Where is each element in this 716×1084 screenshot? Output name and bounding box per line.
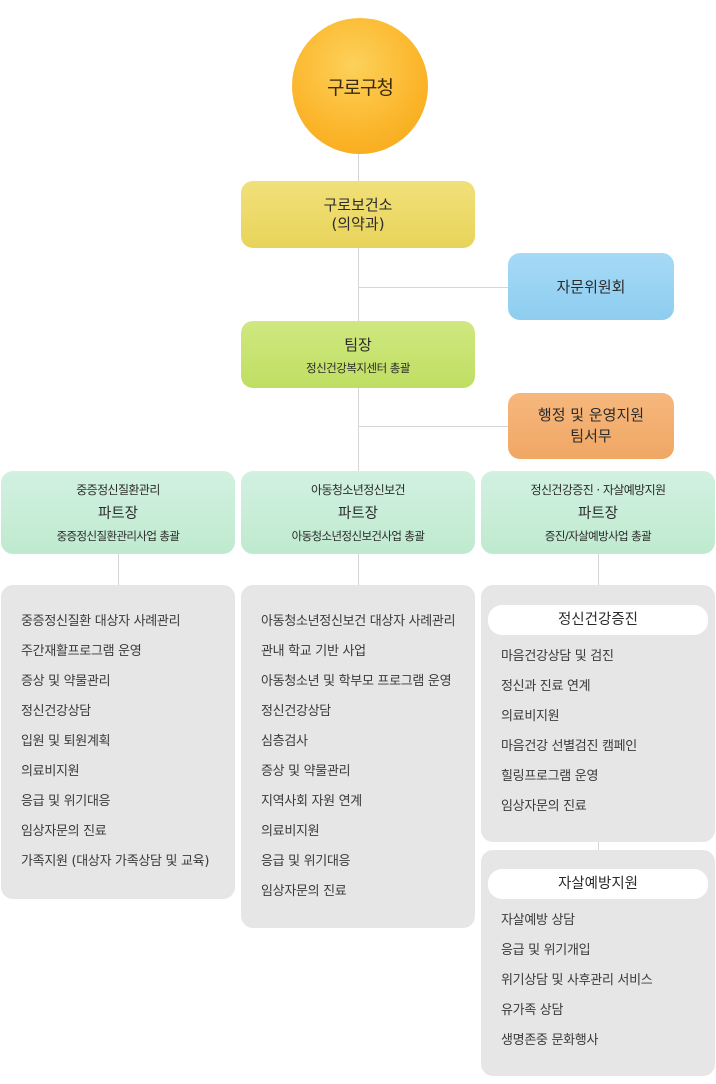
list-item: 정신과 진료 연계 (501, 679, 591, 694)
list-item: 임상자문의 진료 (261, 884, 347, 899)
list-item: 증상 및 약물관리 (21, 674, 111, 689)
connector-part1 (118, 554, 119, 585)
connector-advisory (358, 287, 508, 288)
team-leader-title: 팀장 (344, 335, 372, 354)
task-list: 마음건강상담 및 검진 정신과 진료 연계 의료비지원 마음건강 선별검진 캠페… (501, 642, 637, 822)
list-item: 생명존중 문화행사 (501, 1033, 599, 1048)
list-item: 증상 및 약물관리 (261, 764, 351, 779)
part-role: 파트장 (577, 506, 619, 522)
connector-groups (598, 842, 599, 850)
list-item: 아동청소년 및 학부모 프로그램 운영 (261, 674, 452, 689)
part-scope: 중증정신질환관리사업 총괄 (56, 529, 180, 543)
health-center-line1: 구로보건소 (323, 195, 393, 214)
list-item: 응급 및 위기개입 (501, 943, 591, 958)
list-item: 정신건강상담 (21, 704, 91, 719)
root-label: 구로구청 (327, 76, 394, 99)
group-title-promotion: 정신건강증진 (488, 605, 708, 635)
root-node: 구로구청 (292, 18, 428, 154)
admin-support-node: 행정 및 운영지원 팀서무 (508, 393, 674, 459)
admin-support-line1: 행정 및 운영지원 (537, 406, 645, 424)
list-item: 마음건강 선별검진 캠페인 (501, 739, 637, 754)
list-item: 가족지원 (대상자 가족상담 및 교육) (21, 854, 210, 869)
connector-admin (358, 426, 508, 427)
part-name: 아동청소년정신보건 (311, 483, 406, 497)
task-list: 아동청소년정신보건 대상자 사례관리 관내 학교 기반 사업 아동청소년 및 학… (241, 585, 475, 907)
list-item: 의료비지원 (21, 764, 80, 779)
list-item: 응급 및 위기대응 (21, 794, 111, 809)
list-item: 의료비지원 (261, 824, 320, 839)
connector-root (358, 154, 359, 181)
list-item: 정신건강상담 (261, 704, 331, 719)
part-role: 파트장 (337, 506, 379, 522)
team-leader-node: 팀장 정신건강복지센터 총괄 (241, 321, 475, 388)
advisory-node: 자문위원회 (508, 253, 674, 320)
list-item: 지역사회 자원 연계 (261, 794, 362, 809)
list-item: 아동청소년정신보건 대상자 사례관리 (261, 614, 456, 629)
panel-youth-mental: 아동청소년정신보건 대상자 사례관리 관내 학교 기반 사업 아동청소년 및 학… (241, 585, 475, 928)
list-item: 의료비지원 (501, 709, 560, 724)
list-item: 응급 및 위기대응 (261, 854, 351, 869)
part-scope: 증진/자살예방사업 총괄 (544, 529, 652, 543)
part-node-youth-mental: 아동청소년정신보건 파트장 아동청소년정신보건사업 총괄 (241, 471, 475, 554)
part-role: 파트장 (97, 506, 139, 522)
list-item: 심층검사 (261, 734, 308, 749)
connector-part2 (358, 554, 359, 585)
advisory-label: 자문위원회 (556, 278, 626, 296)
team-leader-subtitle: 정신건강복지센터 총괄 (306, 360, 410, 375)
list-item: 주간재활프로그램 운영 (21, 644, 142, 659)
part-name: 중증정신질환관리 (76, 483, 160, 497)
panel-suicide-prevention: 자살예방지원 자살예방 상담 응급 및 위기개입 위기상담 및 사후관리 서비스… (481, 850, 715, 1076)
list-item: 임상자문의 진료 (501, 799, 587, 814)
list-item: 임상자문의 진료 (21, 824, 107, 839)
list-item: 위기상담 및 사후관리 서비스 (501, 973, 653, 988)
panel-mental-promotion: 정신건강증진 마음건강상담 및 검진 정신과 진료 연계 의료비지원 마음건강 … (481, 585, 715, 842)
health-center-node: 구로보건소 (의약과) (241, 181, 475, 248)
list-item: 마음건강상담 및 검진 (501, 649, 614, 664)
health-center-line2: (의약과) (331, 214, 385, 233)
group-title-suicide: 자살예방지원 (488, 869, 708, 899)
list-item: 입원 및 퇴원계획 (21, 734, 111, 749)
list-item: 유가족 상담 (501, 1003, 564, 1018)
panel-severe-mental: 중증정신질환 대상자 사례관리 주간재활프로그램 운영 증상 및 약물관리 정신… (1, 585, 235, 899)
task-list: 자살예방 상담 응급 및 위기개입 위기상담 및 사후관리 서비스 유가족 상담… (501, 906, 653, 1056)
task-list: 중증정신질환 대상자 사례관리 주간재활프로그램 운영 증상 및 약물관리 정신… (1, 585, 235, 877)
part-name: 정신건강증진 · 자살예방지원 (530, 483, 667, 497)
list-item: 중증정신질환 대상자 사례관리 (21, 614, 181, 629)
part-node-promotion-suicide: 정신건강증진 · 자살예방지원 파트장 증진/자살예방사업 총괄 (481, 471, 715, 554)
part-node-severe-mental: 중증정신질환관리 파트장 중증정신질환관리사업 총괄 (1, 471, 235, 554)
list-item: 자살예방 상담 (501, 913, 575, 928)
list-item: 관내 학교 기반 사업 (261, 644, 366, 659)
connector-part3 (598, 554, 599, 585)
part-scope: 아동청소년정신보건사업 총괄 (291, 529, 425, 543)
list-item: 힐링프로그램 운영 (501, 769, 599, 784)
admin-support-line2: 팀서무 (570, 427, 612, 445)
